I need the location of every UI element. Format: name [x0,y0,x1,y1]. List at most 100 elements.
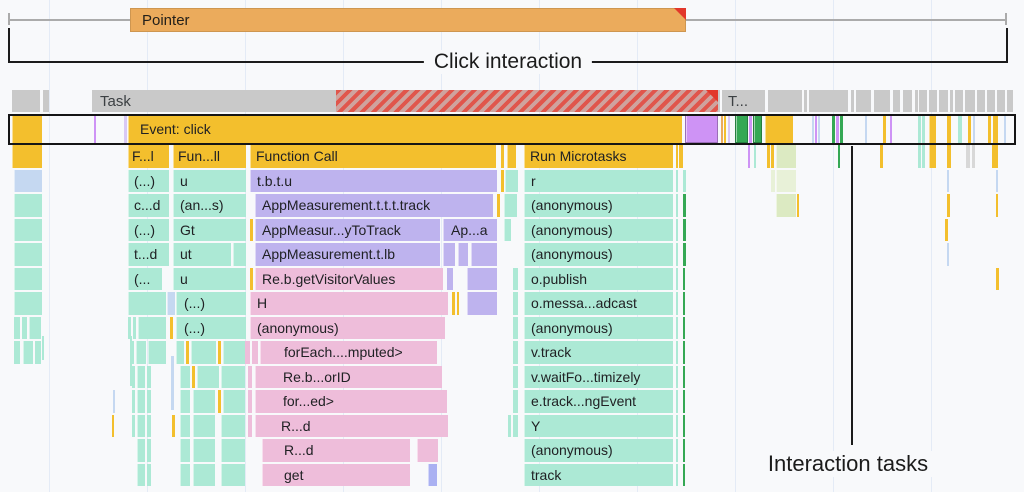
flame-bar[interactable] [676,341,678,364]
flame-bar[interactable] [966,145,970,168]
flame-bar[interactable] [471,243,497,266]
flame-bar[interactable] [14,267,42,290]
flame-bar-anonymous[interactable]: (anonymous) [250,316,445,339]
flame-bar[interactable] [771,145,774,168]
flame-bar[interactable] [513,341,518,364]
flame-bar[interactable] [193,463,215,486]
flame-bar[interactable] [136,341,146,364]
flame-bar-v-waitfo-timizely[interactable]: v.waitFo...timizely [524,365,673,388]
task-segment[interactable] [965,90,975,112]
flame-bar[interactable] [180,439,190,462]
flame-bar[interactable] [676,194,678,217]
flame-bar[interactable] [14,194,42,217]
flame-bar[interactable] [113,390,115,413]
flame-bar-for-ed[interactable]: for...ed> [255,390,447,413]
task-segment[interactable] [1007,90,1013,112]
flame-bar[interactable] [504,194,517,217]
flame-bar[interactable] [972,145,975,168]
flame-bar-anonymous[interactable]: (anonymous) [524,218,673,241]
flame-bar[interactable] [132,365,135,388]
flame-bar[interactable] [676,390,678,413]
task-segment[interactable] [977,90,985,112]
flame-bar-o-messa-adcast[interactable]: o.messa...adcast [524,292,673,315]
flame-bar[interactable] [676,439,678,462]
flame-bar[interactable] [148,341,166,364]
flame-bar[interactable] [137,439,145,462]
flame-bar[interactable] [14,341,20,364]
flame-bar[interactable] [14,169,42,192]
flame-bar[interactable] [180,365,190,388]
flame-bar[interactable] [838,145,840,168]
flame-bar[interactable] [12,145,42,168]
flame-bar[interactable] [676,365,678,388]
flame-bar-function-call[interactable]: Function Call [250,145,496,168]
task-segment[interactable] [997,90,1005,112]
flame-bar[interactable] [223,390,245,413]
event-segment[interactable] [958,115,962,143]
flame-bar-an-s[interactable]: (an...s) [173,194,246,217]
flame-bar[interactable] [22,316,27,339]
flame-bar[interactable] [947,194,950,217]
flame-bar[interactable] [683,463,685,486]
task-segment[interactable] [903,90,912,112]
flame-bar[interactable] [683,218,686,241]
flame-bar-o-publish[interactable]: o.publish [524,267,673,290]
flame-bar-gt[interactable]: Gt [173,218,246,241]
flame-bar[interactable] [447,267,453,290]
flame-bar-u[interactable]: u [173,169,246,192]
flame-bar[interactable] [683,243,686,266]
flame-bar-v-track[interactable]: v.track [524,341,673,364]
pointer-bar[interactable]: Pointer [130,8,686,32]
event-segment[interactable] [929,115,936,143]
flame-bar[interactable] [922,145,925,168]
flame-bar[interactable] [947,243,949,266]
task-segment[interactable] [893,90,900,112]
flame-bar[interactable] [14,218,42,241]
flame-bar[interactable] [132,414,135,437]
task-segment[interactable] [43,90,49,112]
flame-bar[interactable] [137,463,145,486]
flame-bar[interactable] [505,169,518,192]
flame-bar-foreach-mputed[interactable]: forEach....mputed> [260,341,437,364]
flame-bar[interactable] [683,390,685,413]
flame-bar[interactable] [443,243,455,266]
flame-bar[interactable] [683,365,685,388]
flame-bar-f-l[interactable]: F...l [128,145,169,168]
flame-bar[interactable] [193,414,215,437]
task-segment[interactable] [874,90,890,112]
flame-bar[interactable] [947,169,949,192]
task-segment[interactable] [915,90,918,112]
flame-bar-[interactable]: (...) [176,292,246,315]
flame-bar[interactable] [193,390,215,413]
flame-bar[interactable] [245,341,250,364]
event-segment[interactable] [812,115,814,143]
flame-bar[interactable] [137,414,145,437]
flame-bar[interactable] [918,145,921,168]
flame-bar[interactable] [191,341,216,364]
task-segment[interactable] [987,90,995,112]
flame-bar-track[interactable]: track [524,463,673,486]
flame-bar[interactable] [676,292,678,315]
event-segment[interactable] [94,115,96,143]
flame-bar[interactable] [223,341,245,364]
flame-bar[interactable] [683,292,685,315]
flame-bar[interactable] [130,341,134,364]
flame-bar-anonymous[interactable]: (anonymous) [524,439,673,462]
flame-bar[interactable] [513,365,518,388]
flame-bar[interactable] [458,243,468,266]
flame-bar[interactable] [221,439,245,462]
task-segment[interactable] [851,90,854,112]
flame-bar[interactable] [137,365,145,388]
flame-bar-appmeasur-ytotrack[interactable]: AppMeasur...yToTrack [255,218,440,241]
task-segment[interactable] [939,90,948,112]
event-segment[interactable] [883,115,886,143]
event-segment[interactable] [890,115,892,143]
flame-bar[interactable] [180,390,190,413]
flame-bar[interactable] [417,439,438,462]
event-segment[interactable] [724,115,726,143]
flame-bar-fun-ll[interactable]: Fun...ll [173,145,246,168]
flame-bar[interactable] [112,414,114,437]
flame-bar[interactable] [35,341,41,364]
flame-bar-r[interactable]: r [524,169,673,192]
flame-bar-[interactable]: (...) [176,316,246,339]
